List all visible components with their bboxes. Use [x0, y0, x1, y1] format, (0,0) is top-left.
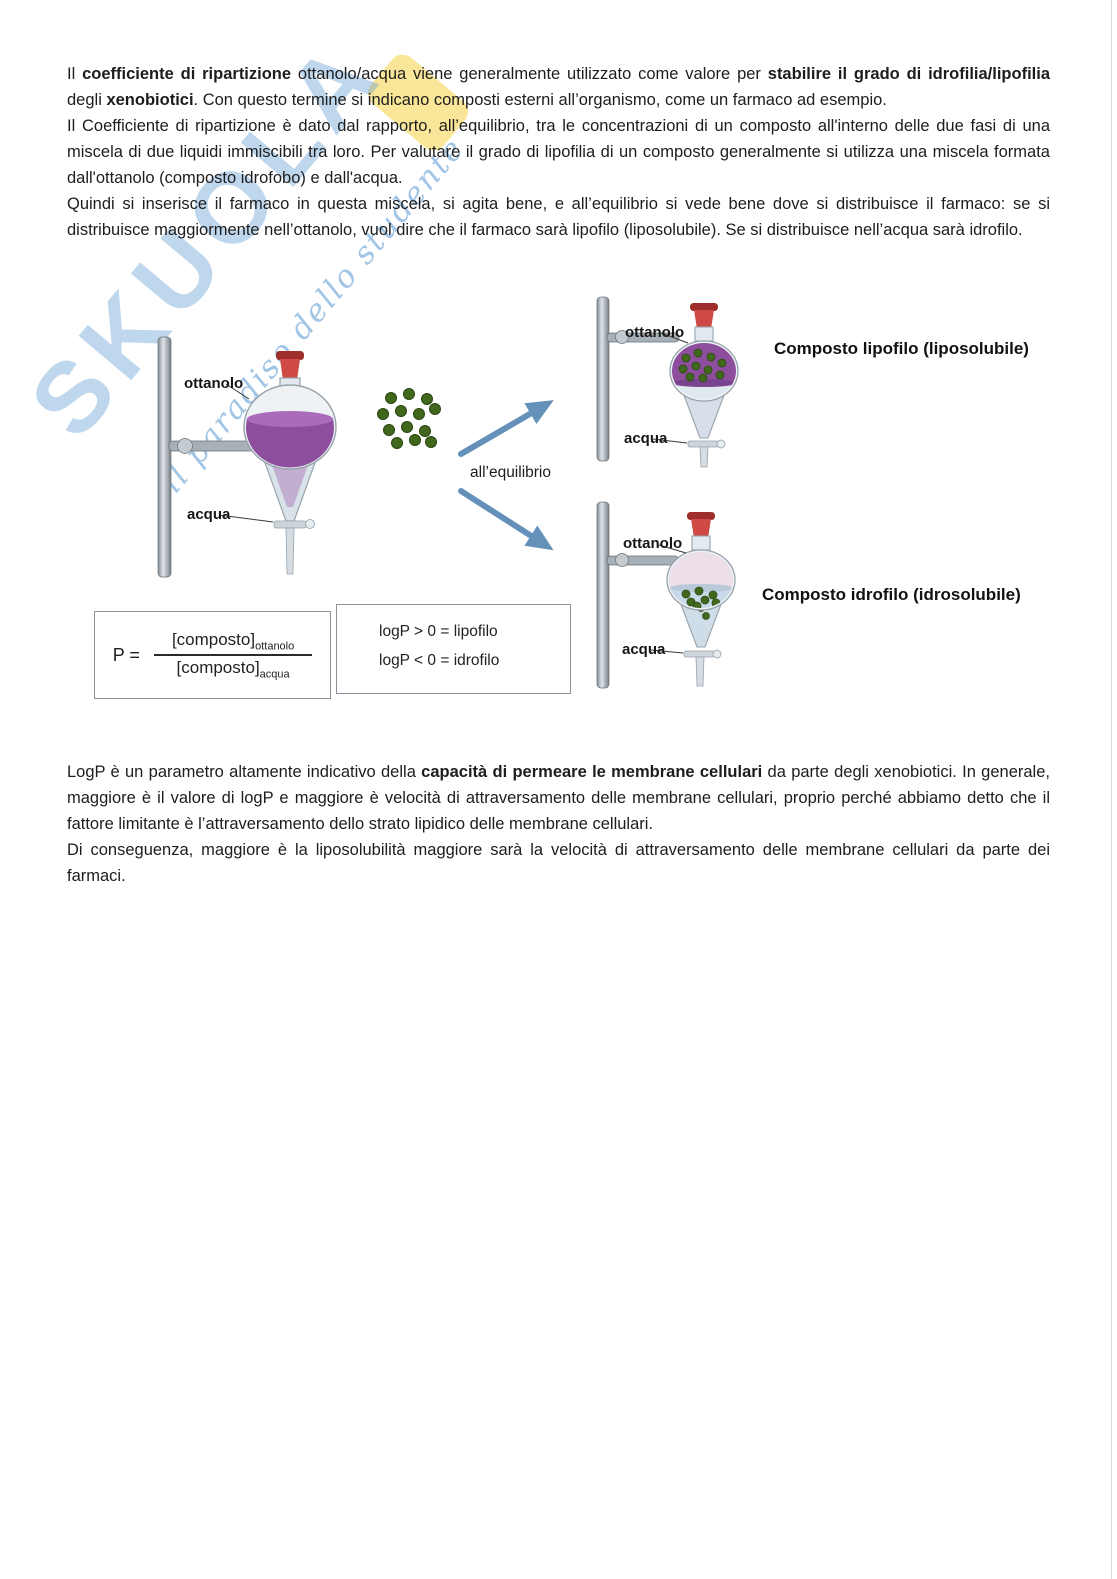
drug-particles-in-ottanolo — [678, 348, 727, 383]
hydrophilic-caption: Composto idrofilo (idrosolubile) — [762, 585, 1021, 604]
arrow-to-hydrophilic — [458, 488, 554, 551]
drug-particles — [377, 388, 441, 449]
numerator-subscript: ottanolo — [255, 640, 295, 653]
liquid-surface — [247, 411, 333, 427]
formula-fraction: [composto]ottanolo [composto]acqua — [153, 628, 313, 682]
ottanolo-label: ottanolo — [623, 535, 682, 552]
partition-experiment-diagram: ottanolo acqua — [67, 291, 1050, 701]
stand-rod — [157, 336, 172, 578]
clamp-knob — [177, 438, 193, 454]
formula-lhs: P = — [112, 644, 140, 665]
funnel-neck — [694, 326, 714, 342]
stopper-top — [276, 351, 304, 360]
paragraph-distribuzione-farmaco: Quindi si inserisce il farmaco in questa… — [67, 195, 1050, 239]
separating-funnel — [243, 351, 337, 575]
formula-denominator: [composto]acqua — [159, 656, 308, 682]
ottanolo-pointer-line — [658, 544, 687, 554]
stopper-body — [280, 359, 300, 380]
document-content: Il coefficiente di ripartizione ottanolo… — [67, 65, 1050, 885]
acqua-pointer-line — [218, 514, 274, 523]
paragraph-logp-permeabilita: LogP è un parametro altamente indicativo… — [67, 763, 1050, 833]
stopper-top — [690, 303, 718, 311]
funnel-neck — [691, 535, 711, 551]
partition-formula-box: P = [composto]ottanolo [composto]acqua — [94, 611, 331, 699]
formula-numerator: [composto]ottanolo — [154, 628, 312, 654]
separating-funnel — [666, 512, 736, 687]
outlet-tube — [695, 656, 705, 687]
stopcock — [683, 650, 715, 658]
lipophilic-caption: Composto lipofilo (liposolubile) — [774, 339, 1029, 358]
stopcock-knob — [716, 439, 726, 449]
logp-positive-rule: logP > 0 = lipofilo — [379, 623, 498, 640]
stand-rod — [596, 296, 610, 462]
drug-particle-dots — [377, 388, 441, 449]
numerator-text: [composto] — [171, 629, 256, 649]
page-edge-line — [1111, 0, 1112, 1579]
hydrophilic-separating-funnel-apparatus: ottanolo acqua — [596, 501, 736, 689]
acqua-label: acqua — [187, 506, 231, 523]
outlet-tube — [699, 446, 709, 468]
stopcock — [687, 440, 719, 448]
acqua-pointer-line — [650, 649, 684, 654]
clamp-knob — [615, 330, 629, 344]
equilibrium-arrows — [458, 400, 554, 551]
stopcock — [273, 520, 307, 529]
equilibrium-label: all’equilibrio — [470, 464, 551, 481]
clamp-knob — [615, 553, 629, 567]
initial-separating-funnel-apparatus: ottanolo acqua — [157, 336, 337, 578]
ottanolo-label: ottanolo — [184, 375, 243, 392]
paragraph-conseguenza: Di conseguenza, maggiore è la liposolubi… — [67, 841, 1050, 885]
logp-negative-rule: logP < 0 = idrofilo — [379, 652, 500, 669]
denominator-text: [composto] — [176, 657, 260, 677]
arrow-to-lipophilic — [458, 400, 554, 457]
stopcock-knob — [305, 519, 315, 529]
stopcock-knob — [712, 649, 722, 659]
stopper-body — [694, 310, 714, 329]
stopper-top — [687, 512, 715, 520]
logp-rules-box: logP > 0 = lipofilo logP < 0 = idrofilo — [336, 604, 571, 694]
lipophilic-separating-funnel-apparatus: ottanolo acqua — [596, 296, 739, 468]
paragraph-coefficiente-intro: Il coefficiente di ripartizione ottanolo… — [67, 65, 1050, 109]
ottanolo-pointer-line — [225, 383, 250, 400]
stopper-body — [691, 519, 711, 538]
ottanolo-label: ottanolo — [625, 324, 684, 341]
separating-funnel — [669, 303, 739, 468]
denominator-subscript: acqua — [259, 668, 290, 681]
phase-boundary — [672, 379, 736, 387]
fraction-bar — [153, 654, 313, 656]
ottanolo-layer — [669, 552, 733, 588]
outlet-tube — [285, 527, 295, 575]
paragraph-definizione-rapporto: Il Coefficiente di ripartizione è dato d… — [67, 117, 1050, 187]
acqua-pointer-line — [652, 438, 688, 444]
stand-rod — [596, 501, 610, 689]
acqua-label: acqua — [624, 430, 668, 447]
ottanolo-liquid — [246, 419, 334, 468]
acqua-label: acqua — [622, 641, 666, 658]
ottanolo-pointer-line — [660, 332, 689, 344]
